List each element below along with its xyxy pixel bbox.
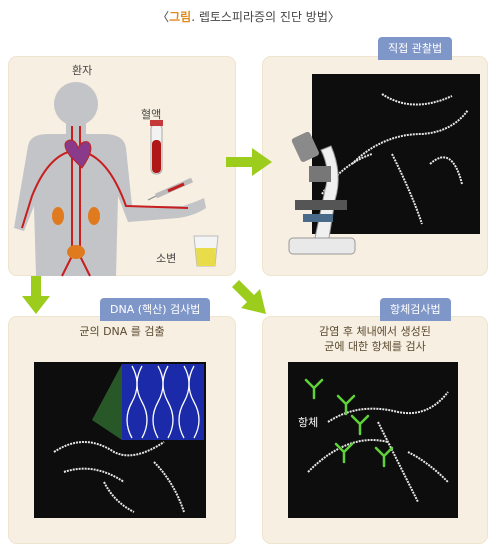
antibody-icon: [304, 378, 324, 400]
dna-helix: [178, 365, 190, 439]
antibody-icon: [374, 446, 394, 468]
title-text: . 렙토스피라증의 진단 방법: [191, 10, 328, 24]
kidney-right-icon: [88, 207, 100, 225]
blood-tube-icon: [150, 120, 163, 175]
spirochete: [429, 156, 463, 185]
dna-image-overlay: [53, 364, 204, 513]
spirochete: [153, 461, 185, 513]
patient-body: [14, 82, 206, 276]
dna-helix: [188, 365, 200, 439]
dna-helix: [162, 365, 174, 439]
heart-icon: [64, 139, 92, 169]
dna-helix: [136, 365, 148, 439]
antibody-caption-line1: 감염 후 체내에서 생성된: [319, 325, 431, 338]
arrow-diagonal-icon: [232, 280, 266, 314]
antibody-icon: [350, 414, 370, 436]
kidney-left-icon: [52, 207, 64, 225]
antibody-caption-line2: 균에 대한 항체를 검사: [324, 340, 426, 353]
arrow-down-icon: [22, 276, 50, 314]
title-bracket-open: 〈: [157, 10, 170, 24]
antibody-microscopy-image: [288, 362, 458, 518]
antibody-tag: 항체검사법: [380, 298, 451, 321]
title-highlight: 그림: [169, 10, 192, 24]
antibody-image-overlay: [304, 378, 449, 503]
arrow-right-icon: [226, 148, 272, 176]
title-bracket-close: 〉: [327, 10, 340, 24]
urine-cup-icon: [193, 235, 219, 267]
dna-inset: [122, 364, 204, 440]
antibody-icon: [336, 394, 356, 416]
label-urine: 소변: [156, 252, 177, 265]
spirochete: [53, 441, 165, 457]
spirochete: [307, 439, 389, 473]
spirochete: [63, 467, 125, 483]
patient-illustration: [14, 82, 219, 277]
dna-caption: 균의 DNA 를 검출: [79, 325, 165, 338]
antibody-icon: [334, 442, 354, 464]
dna-helix: [126, 365, 138, 439]
spirochete: [381, 93, 453, 106]
spirochete: [407, 451, 449, 483]
figure-title: 〈그림. 렙토스피라증의 진단 방법〉: [0, 8, 497, 25]
microscope-icon: [288, 131, 356, 255]
direct-tag: 직접 관찰법: [378, 37, 453, 60]
syringe-icon: [147, 177, 194, 201]
label-antibody: 항체: [298, 416, 319, 429]
dna-tag: DNA (핵산) 검사법: [100, 298, 211, 321]
label-patient: 환자: [72, 64, 93, 77]
spirochete: [391, 153, 423, 225]
spirochete: [103, 481, 135, 513]
dna-helix: [152, 365, 164, 439]
spirochete: [351, 109, 469, 165]
bladder-icon: [67, 245, 85, 259]
label-blood: 혈액: [141, 108, 162, 121]
